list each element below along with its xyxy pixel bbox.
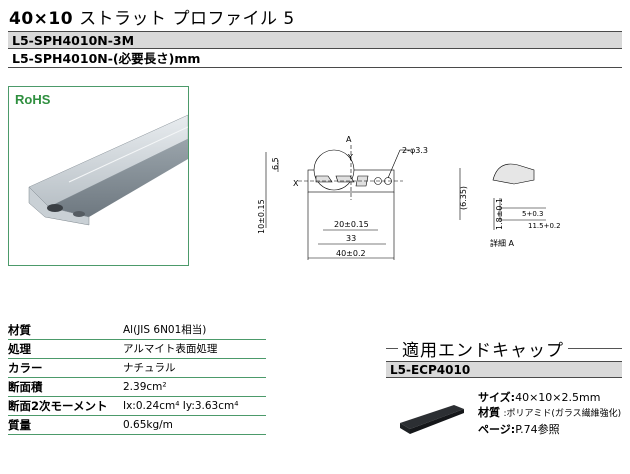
spec-key: 材質 (8, 323, 31, 337)
spec-value: ナチュラル (123, 362, 176, 374)
drawing-dim-65: 6.5 (271, 157, 280, 170)
endcap-title: 適用エンドキャップ (398, 336, 568, 361)
endcap-size-row: サイズ:40×10×2.5mm (478, 390, 621, 405)
spec-row: 断面積 2.39cm² (8, 378, 266, 397)
drawing-dim-20: 20±0.15 (334, 220, 369, 229)
endcap-image (386, 379, 622, 449)
detail-dim-635: (6.35) (459, 186, 468, 210)
endcap-size-key: サイズ: (478, 391, 516, 404)
endcap-material-value: :ポリアミド(ガラス繊維強化) (503, 409, 622, 419)
profile-photo-illustration (28, 114, 189, 226)
title-code: 40×10 (9, 9, 74, 29)
spec-row: 材質 Al(JIS 6N01相当) (8, 321, 266, 340)
endcap-page-row: ページ:P.74参照 (478, 422, 621, 437)
detail-dim-5: 5+0.3 (522, 210, 543, 218)
cross-section-drawing: A Y X 2-φ3.3 6.5 10±0.15 20±0.15 33 40±0… (257, 135, 561, 260)
drawing-hole: 2-φ3.3 (402, 146, 428, 155)
detail-dim-115: 11.5+0.2 (528, 222, 561, 230)
drawing-label-x: X (293, 179, 299, 188)
endcap-material-row: 材質 :ポリアミド(ガラス繊維強化) (478, 405, 621, 422)
endcap-page-key: ページ: (478, 423, 516, 436)
spec-key: 断面2次モーメント (8, 399, 108, 413)
detail-dim-18: 1.8±0.1 (495, 198, 504, 230)
spec-key: 質量 (8, 418, 31, 432)
rohs-logo: RoHS (15, 92, 51, 107)
spec-key: カラー (8, 361, 43, 375)
endcap-part-number: L5-ECP4010 (386, 361, 622, 378)
spec-key: 処理 (8, 342, 31, 356)
spec-value: 0.65kg/m (123, 419, 173, 431)
drawing-label-a: A (346, 135, 352, 144)
title-jp: ストラット プロファイル 5 (79, 9, 295, 29)
spec-value: アルマイト表面処理 (123, 343, 218, 355)
spec-row: 処理 アルマイト表面処理 (8, 340, 266, 359)
endcap-page-value: P.74参照 (515, 423, 560, 436)
drawing-dim-10: 10±0.15 (257, 199, 266, 234)
part-number-cut: L5-SPH4010N-(必要長さ)mm (8, 50, 622, 68)
drawing-dim-40: 40±0.2 (336, 249, 366, 258)
drawing-label-y: Y (347, 153, 353, 162)
spec-table: 材質 Al(JIS 6N01相当) 処理 アルマイト表面処理 カラー ナチュラル… (8, 321, 266, 435)
spec-row: カラー ナチュラル (8, 359, 266, 378)
endcap-illustration (400, 405, 464, 434)
spec-value: Al(JIS 6N01相当) (123, 324, 207, 336)
endcap-size-value: 40×10×2.5mm (515, 391, 601, 404)
detail-label: 詳細 A (490, 238, 515, 248)
spec-value: 2.39cm² (123, 381, 167, 393)
endcap-material-key: 材質 (478, 406, 500, 419)
spec-row: 質量 0.65kg/m (8, 416, 266, 435)
endcap-info: サイズ:40×10×2.5mm 材質 :ポリアミド(ガラス繊維強化) ページ:P… (478, 390, 621, 437)
spec-key: 断面積 (8, 380, 43, 394)
part-number-fixed: L5-SPH4010N-3M (8, 31, 622, 49)
spec-value: Ix:0.24cm⁴ Iy:3.63cm⁴ (123, 400, 239, 412)
product-photo: RoHS (8, 86, 189, 266)
drawing-dim-33: 33 (346, 234, 356, 243)
spec-row: 断面2次モーメント Ix:0.24cm⁴ Iy:3.63cm⁴ (8, 397, 266, 416)
